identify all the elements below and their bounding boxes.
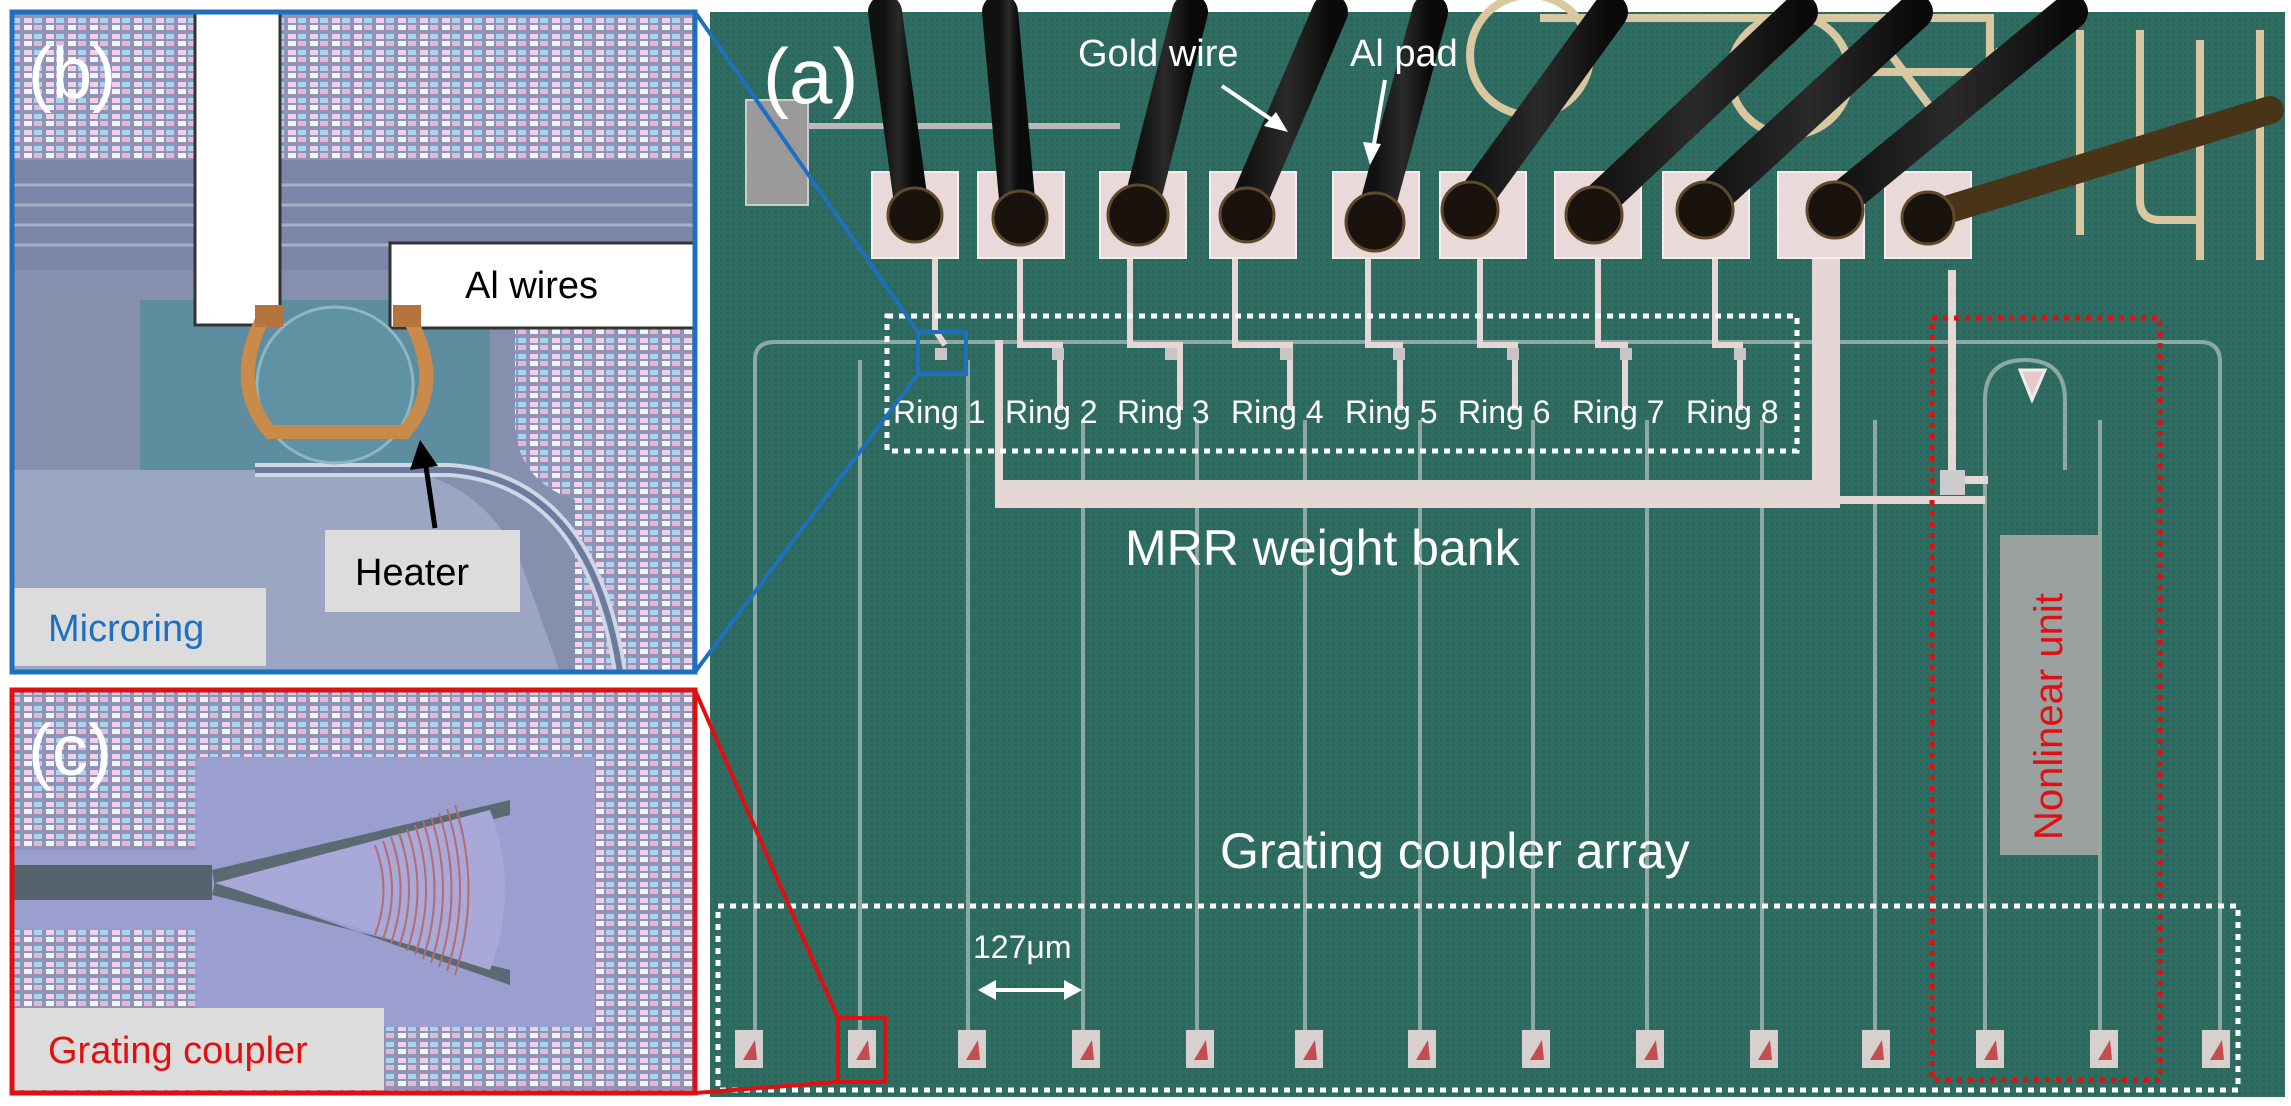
- al-wires-label: Al wires: [465, 265, 598, 307]
- nonlinear-label: Nonlinear unit: [2027, 593, 2071, 840]
- ring1-zoom-box: [916, 330, 968, 376]
- al-pad-label: Al pad: [1350, 33, 1458, 75]
- input-waveguide: [12, 865, 212, 900]
- weight-bank-label: MRR weight bank: [1125, 520, 1521, 576]
- panel-a-tag: (a): [763, 32, 858, 120]
- heater-arrow: [422, 459, 438, 529]
- panel-c-tag: (c): [28, 711, 112, 791]
- panel-c: Grating coupler (c): [9, 687, 698, 1096]
- probe-pad: [745, 99, 809, 206]
- heater-label: Heater: [355, 552, 469, 594]
- panel-b-border: [9, 9, 698, 675]
- weight-bank-box: [884, 313, 1800, 454]
- grating-array-box: [715, 903, 2241, 1093]
- panel-c-border: [9, 687, 698, 1096]
- ring-leads: [932, 242, 1743, 410]
- gold-wires: [868, 0, 2284, 233]
- ring-label: Ring 2: [1005, 394, 1098, 430]
- waveguides: [753, 340, 2222, 1040]
- nonlinear-box: [1929, 315, 2163, 1083]
- al-wire-right: [388, 241, 697, 330]
- microring-caption: Microring: [48, 608, 204, 650]
- ring-markers: [935, 348, 1746, 360]
- ring-label: Ring 5: [1345, 394, 1438, 430]
- grating-caption-bg: [14, 1008, 384, 1090]
- ball-bonds: [886, 180, 1956, 253]
- pitch-label: 127μm: [973, 929, 1071, 965]
- ring-labels: Ring 1 Ring 2 Ring 3 Ring 4 Ring 5 Ring …: [893, 394, 1779, 430]
- panel-a: Ring 1 Ring 2 Ring 3 Ring 4 Ring 5 Ring …: [710, 0, 2285, 1097]
- gold-wire-label: Gold wire: [1078, 33, 1239, 75]
- microring-caption-bg: [14, 588, 266, 666]
- zoom-connectors: [693, 10, 920, 1095]
- ring-label: Ring 4: [1231, 394, 1324, 430]
- ring-label: Ring 1: [893, 394, 986, 430]
- nonlinear-label-bg: [2000, 535, 2100, 855]
- grating-caption: Grating coupler: [48, 1030, 308, 1072]
- panel-b: Al wires Heater Microring (b): [9, 9, 698, 675]
- ring-label: Ring 8: [1686, 394, 1779, 430]
- grating-teeth: [374, 804, 470, 976]
- ring-label: Ring 6: [1458, 394, 1551, 430]
- panel-b-tag: (b): [28, 34, 116, 114]
- microring: [255, 305, 415, 465]
- heater-label-bg: [325, 530, 520, 612]
- grating-zoom-box: [836, 1016, 887, 1084]
- pitch-arrow: [978, 980, 1082, 1000]
- nonlinear-structure: Nonlinear unit: [1940, 368, 2100, 855]
- grating-coupler-row: [735, 1030, 2230, 1068]
- al-wire-left: [193, 10, 282, 327]
- ring-label: Ring 7: [1572, 394, 1665, 430]
- annotation-arrows: [1220, 79, 1387, 165]
- ring-label: Ring 3: [1117, 394, 1210, 430]
- grating-tips: [743, 1040, 2224, 1060]
- heater: [240, 316, 434, 439]
- weight-bank-metal: [995, 250, 1988, 508]
- grating-array-label: Grating coupler array: [1220, 823, 1690, 879]
